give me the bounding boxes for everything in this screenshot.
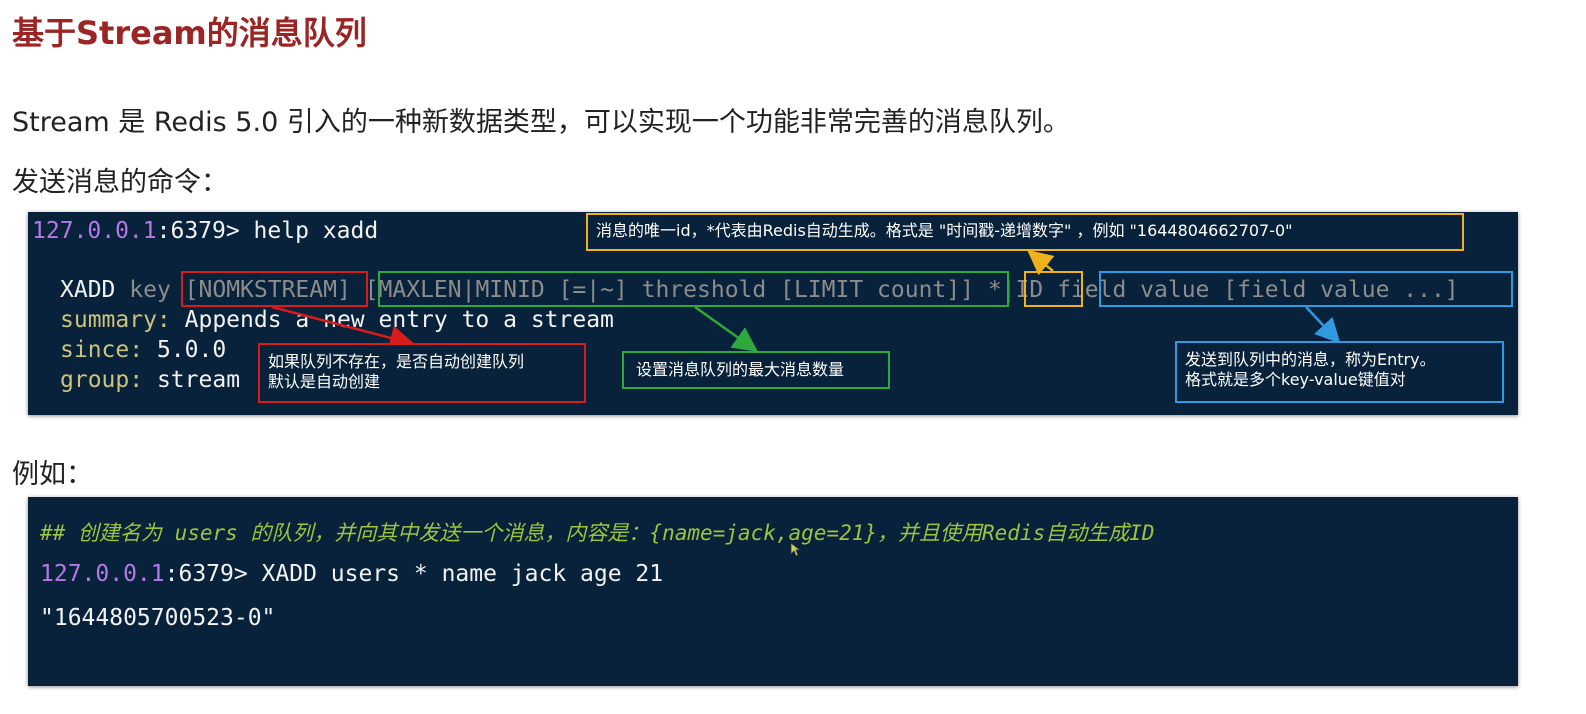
maxlen-note: 设置消息队列的最大消息数量	[622, 351, 890, 389]
syntax-key: key	[129, 277, 171, 303]
example-terminal: ## 创建名为 users 的队列，并向其中发送一个消息，内容是：{name=j…	[28, 497, 1518, 686]
nomkstream-note-line1: 如果队列不存在，是否自动创建队列	[268, 352, 525, 371]
example-result: "1644805700523-0"	[40, 605, 276, 631]
page-title: 基于Stream的消息队列	[12, 14, 367, 52]
syntax-id: *|ID	[987, 277, 1044, 303]
prompt-ip: 127.0.0.1	[32, 218, 157, 244]
fields-note-line2: 格式就是多个key-value键值对	[1185, 370, 1406, 389]
xadd-syntax-line: XADD key [NOMKSTREAM] [MAXLEN|MINID [=|~…	[60, 277, 1459, 303]
summary-value: Appends a new entry to a stream	[184, 307, 614, 333]
since-line: since: 5.0.0	[60, 337, 226, 363]
syntax-nomkstream: [NOMKSTREAM]	[184, 277, 351, 303]
fields-note: 发送到队列中的消息，称为Entry。格式就是多个key-value键值对	[1175, 341, 1504, 403]
since-value: 5.0.0	[156, 337, 227, 363]
prompt-command: :6379> help xadd	[156, 218, 379, 244]
nomkstream-note: 如果队列不存在，是否自动创建队列默认是自动创建	[258, 343, 586, 403]
fields-note-line1: 发送到队列中的消息，称为Entry。	[1185, 350, 1436, 369]
since-label: since:	[60, 337, 144, 363]
group-line: group: stream	[60, 367, 240, 393]
group-value: stream	[156, 367, 241, 393]
example-command: :6379> XADD users * name jack age 21	[164, 561, 664, 587]
syntax-fields: field value [field value ...]	[1057, 277, 1459, 303]
summary-line: summary: Appends a new entry to a stream	[60, 307, 614, 333]
group-label: group:	[60, 367, 144, 393]
help-prompt-line: 127.0.0.1:6379> help xadd	[32, 218, 378, 244]
syntax-cmd: XADD	[60, 277, 116, 303]
id-note: 消息的唯一id，*代表由Redis自动生成。格式是 "时间戳-递增数字" ，例如…	[586, 213, 1464, 251]
example-comment: ## 创建名为 users 的队列，并向其中发送一个消息，内容是：{name=j…	[40, 521, 1155, 545]
intro-text: Stream 是 Redis 5.0 引入的一种新数据类型，可以实现一个功能非常…	[12, 107, 1070, 138]
send-command-label: 发送消息的命令：	[12, 167, 228, 198]
nomkstream-note-line2: 默认是自动创建	[268, 372, 381, 391]
example-prompt-ip: 127.0.0.1	[40, 561, 165, 587]
mouse-cursor-icon	[790, 542, 802, 557]
summary-label: summary:	[60, 307, 171, 333]
example-command-line: 127.0.0.1:6379> XADD users * name jack a…	[40, 561, 663, 587]
syntax-maxlen: [MAXLEN|MINID [=|~] threshold [LIMIT cou…	[364, 277, 974, 303]
example-label: 例如：	[12, 459, 93, 490]
